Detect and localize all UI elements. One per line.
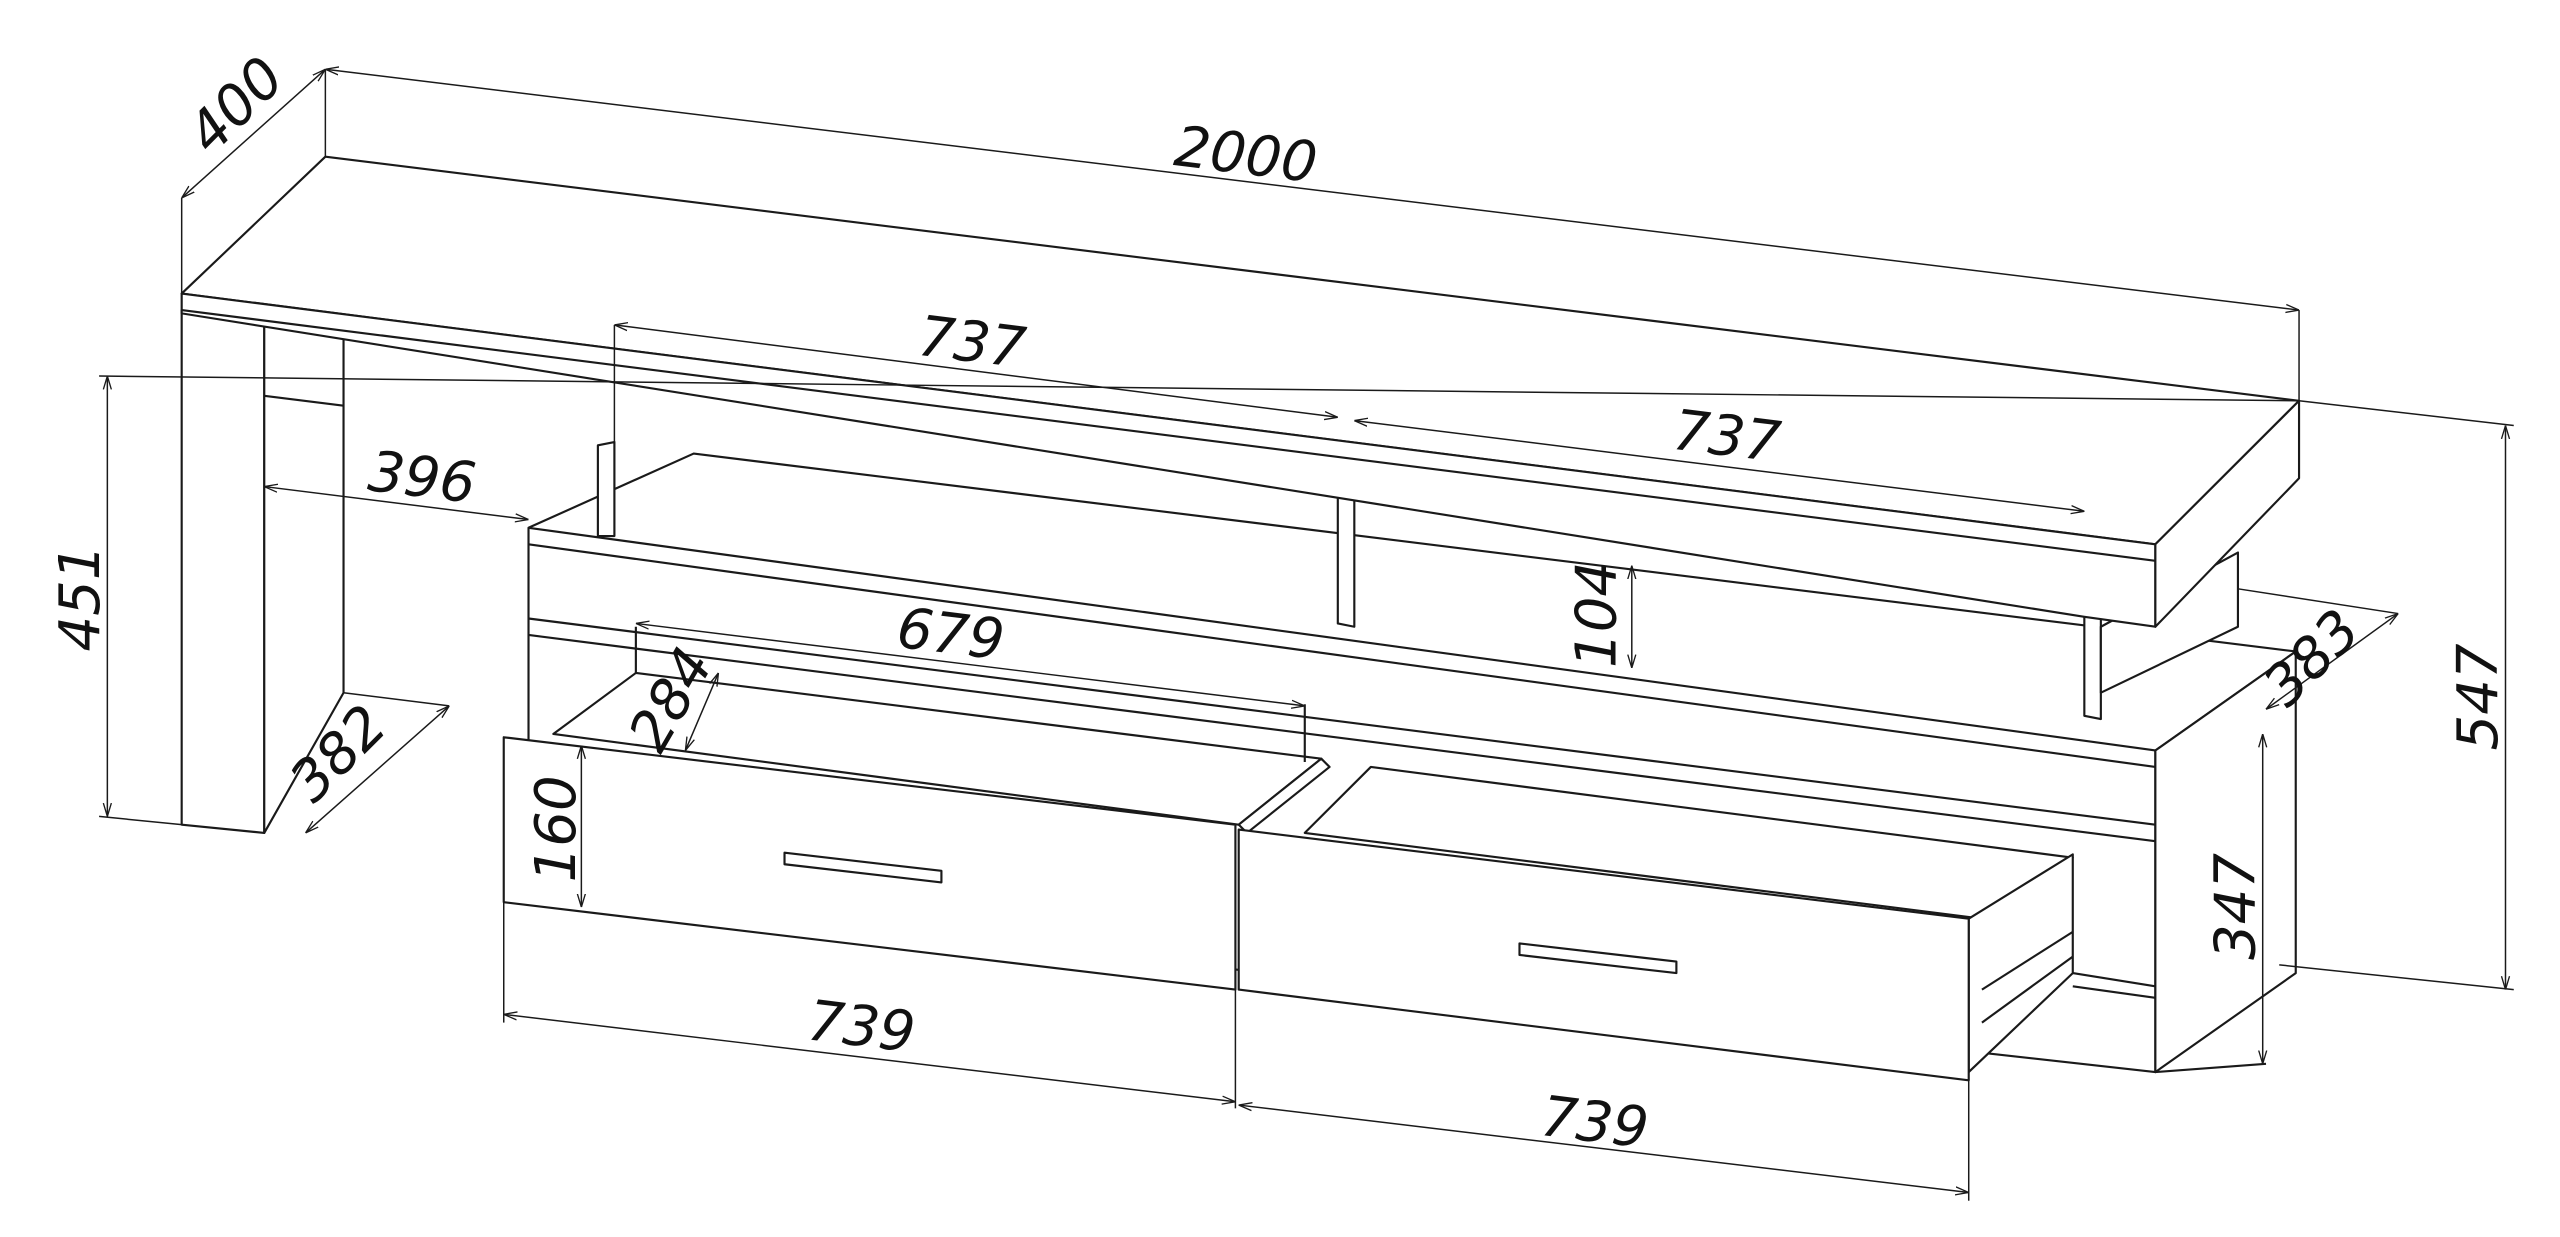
label-739-right: 739 xyxy=(1538,1084,1652,1162)
floor-line xyxy=(2155,1062,2267,1074)
label-451: 451 xyxy=(48,544,113,651)
dim-line-284 xyxy=(685,673,718,751)
left-drawer xyxy=(502,626,1331,991)
left-drawer-handle[interactable] xyxy=(783,851,943,884)
label-2000: 2000 xyxy=(1171,114,1321,196)
dim-line-2000 xyxy=(325,69,2299,310)
dim-line-739-left xyxy=(504,1014,1236,1101)
label-396: 396 xyxy=(365,439,479,517)
label-547: 547 xyxy=(2446,643,2511,750)
dimension-lines xyxy=(99,69,2514,1201)
dim-line-400 xyxy=(182,69,326,198)
right-drawer xyxy=(1237,765,2074,1082)
label-679: 679 xyxy=(893,596,1007,674)
label-739-left: 739 xyxy=(804,988,918,1066)
dim-line-737-right xyxy=(1354,421,2084,512)
label-737-left: 737 xyxy=(915,304,1030,382)
label-347: 347 xyxy=(2203,853,2268,960)
dim-line-737-left xyxy=(614,325,1337,417)
label-104: 104 xyxy=(1564,561,1629,668)
label-400: 400 xyxy=(175,45,297,167)
label-160: 160 xyxy=(524,775,589,882)
dim-line-382 xyxy=(306,706,450,833)
label-737-right: 737 xyxy=(1670,398,1785,476)
dim-line-739-right xyxy=(1239,1105,1969,1192)
dim-line-396 xyxy=(264,487,528,520)
right-drawer-handle[interactable] xyxy=(1518,942,1678,975)
dim-line-679 xyxy=(636,623,1305,705)
dim-line-383 xyxy=(2266,614,2398,710)
